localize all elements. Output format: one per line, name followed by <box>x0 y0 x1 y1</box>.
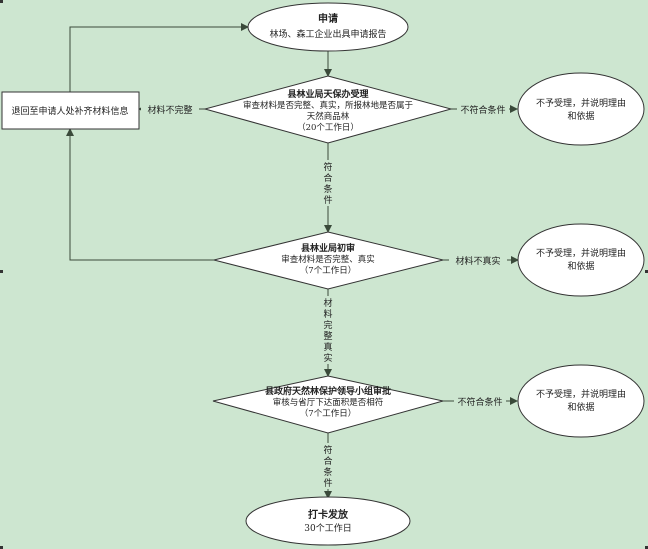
svg-text:和依据: 和依据 <box>567 401 594 413</box>
node-approve: 县政府天然林保护领导小组审批 审核与省厅下达面积是否相符 （7个工作日） <box>212 375 444 434</box>
label-meet-2: 符 合 条 件 <box>321 443 335 489</box>
svg-text:不予受理，并说明理由: 不予受理，并说明理由 <box>536 388 626 400</box>
node-end: 打卡发放 30个工作日 <box>245 496 411 546</box>
svg-text:料: 料 <box>323 308 332 320</box>
svg-text:审查材料是否完整、真实: 审查材料是否完整、真实 <box>281 254 375 265</box>
label-complete-real: 材 料 完 整 真 实 <box>321 296 335 364</box>
svg-text:件: 件 <box>323 477 332 489</box>
svg-text:30个工作日: 30个工作日 <box>304 522 351 534</box>
arrow-return-to-start <box>69 23 249 92</box>
node-reject-2: 不予受理，并说明理由 和依据 <box>517 223 645 297</box>
node-start: 申请 林场、森工企业出具申请报告 <box>247 2 409 52</box>
svg-text:符: 符 <box>323 161 332 173</box>
svg-text:材: 材 <box>323 297 332 309</box>
svg-text:天然商品林: 天然商品林 <box>307 111 350 122</box>
svg-text:县林业局天保办受理: 县林业局天保办受理 <box>287 88 368 100</box>
svg-text:不符合条件: 不符合条件 <box>457 396 502 408</box>
svg-text:条: 条 <box>323 183 332 195</box>
svg-text:林场、森工企业出具申请报告: 林场、森工企业出具申请报告 <box>269 28 386 40</box>
arrow-review-to-return <box>66 128 214 261</box>
svg-text:合: 合 <box>323 455 332 467</box>
corner-marker <box>0 546 3 549</box>
svg-text:打卡发放: 打卡发放 <box>308 508 349 521</box>
svg-text:整: 整 <box>323 330 332 342</box>
node-reject-3: 不予受理，并说明理由 和依据 <box>517 364 645 438</box>
corner-marker <box>0 0 3 3</box>
label-incomplete: 材料不完整 <box>141 102 199 116</box>
svg-text:材料不完整: 材料不完整 <box>147 104 192 116</box>
svg-text:不符合条件: 不符合条件 <box>460 104 505 116</box>
svg-text:（20个工作日）: （20个工作日） <box>297 122 359 133</box>
svg-text:材料不真实: 材料不真实 <box>455 255 500 267</box>
label-meet-1: 符 合 条 件 <box>321 160 335 206</box>
svg-text:不予受理，并说明理由: 不予受理，并说明理由 <box>536 97 626 109</box>
svg-text:实: 实 <box>323 352 332 364</box>
corner-marker <box>645 546 648 549</box>
svg-text:退回至申请人处补齐材料信息: 退回至申请人处补齐材料信息 <box>11 105 128 117</box>
svg-text:县林业局初审: 县林业局初审 <box>301 242 355 254</box>
svg-text:合: 合 <box>323 172 332 184</box>
svg-text:和依据: 和依据 <box>567 260 594 272</box>
svg-text:件: 件 <box>323 194 332 206</box>
node-review: 县林业局初审 审查材料是否完整、真实 （7个工作日） <box>213 231 444 290</box>
svg-text:符: 符 <box>323 444 332 456</box>
corner-marker <box>645 270 648 273</box>
svg-text:完: 完 <box>323 319 332 331</box>
svg-text:审核与省厅下达面积是否相符: 审核与省厅下达面积是否相符 <box>273 397 384 408</box>
label-not-meet-1: 不符合条件 <box>457 102 509 116</box>
svg-text:和依据: 和依据 <box>567 110 594 122</box>
label-not-real: 材料不真实 <box>449 253 507 267</box>
node-return: 退回至申请人处补齐材料信息 <box>1 91 140 130</box>
svg-text:县政府天然林保护领导小组审批: 县政府天然林保护领导小组审批 <box>265 385 391 397</box>
node-reject-1: 不予受理，并说明理由 和依据 <box>517 72 645 146</box>
svg-text:不予受理，并说明理由: 不予受理，并说明理由 <box>536 247 626 259</box>
svg-text:真: 真 <box>323 341 332 353</box>
svg-text:（7个工作日）: （7个工作日） <box>300 265 356 276</box>
svg-text:（7个工作日）: （7个工作日） <box>300 408 356 419</box>
svg-text:条: 条 <box>323 466 332 478</box>
svg-text:申请: 申请 <box>318 12 338 25</box>
svg-text:审查材料是否完整、真实，所报林地是否属于: 审查材料是否完整、真实，所报林地是否属于 <box>243 100 414 111</box>
node-accept: 县林业局天保办受理 审查材料是否完整、真实，所报林地是否属于 天然商品林 （20… <box>203 75 453 144</box>
corner-marker <box>0 270 3 273</box>
label-not-meet-2: 不符合条件 <box>454 394 506 408</box>
